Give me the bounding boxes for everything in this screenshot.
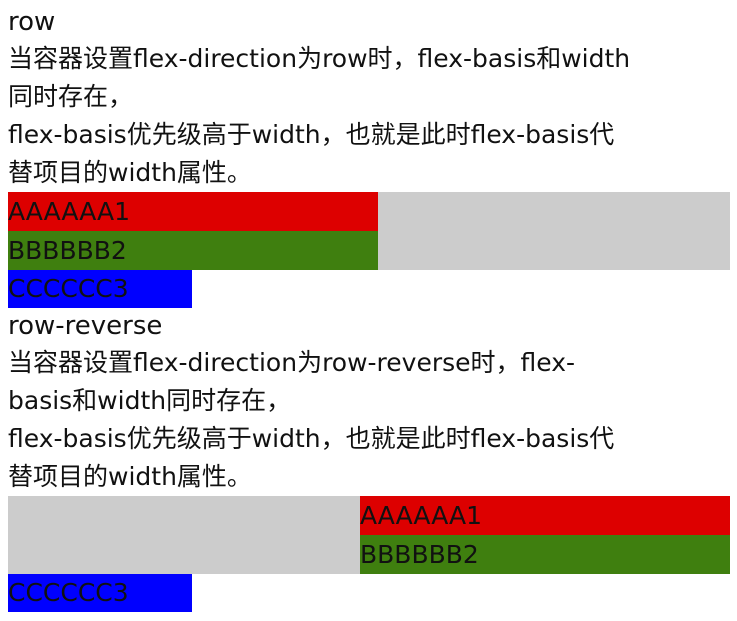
flex-item-a: AAAAAA1 (360, 496, 730, 535)
description-line: basis和width同时存在， (8, 386, 292, 415)
flex-item-b: BBBBBB2 (8, 231, 378, 270)
section-heading: row-reverse (8, 311, 163, 341)
description-line: 当容器设置flex-direction为row-reverse时，flex- (8, 348, 576, 377)
description-line: 同时存在， (8, 82, 134, 111)
flex-item-a: AAAAAA1 (8, 192, 378, 231)
flex-item-b: BBBBBB2 (360, 535, 730, 574)
flex-container-reverse: AAAAAA1 BBBBBB2 (8, 496, 730, 574)
description-paragraph: 当容器设置flex-direction为row时，flex-basis和widt… (8, 40, 730, 192)
description-paragraph: 当容器设置flex-direction为row-reverse时，flex- b… (8, 344, 730, 496)
flex-container: AAAAAA1 BBBBBB2 (8, 192, 730, 270)
description-line: flex-basis优先级高于width，也就是此时flex-basis代 (8, 120, 615, 149)
page: row 当容器设置flex-direction为row时，flex-basis和… (8, 4, 730, 612)
description-line: 当容器设置flex-direction为row时，flex-basis和widt… (8, 44, 631, 73)
description-line: 替项目的width属性。 (8, 158, 252, 187)
section-row: row 当容器设置flex-direction为row时，flex-basis和… (8, 4, 730, 308)
section-row-reverse: row-reverse 当容器设置flex-direction为row-reve… (8, 308, 730, 612)
block-item-c: CCCCCC3 (8, 270, 192, 308)
description-line: 替项目的width属性。 (8, 462, 252, 491)
block-item-c: CCCCCC3 (8, 574, 192, 612)
description-line: flex-basis优先级高于width，也就是此时flex-basis代 (8, 424, 615, 453)
section-heading: row (8, 7, 56, 37)
